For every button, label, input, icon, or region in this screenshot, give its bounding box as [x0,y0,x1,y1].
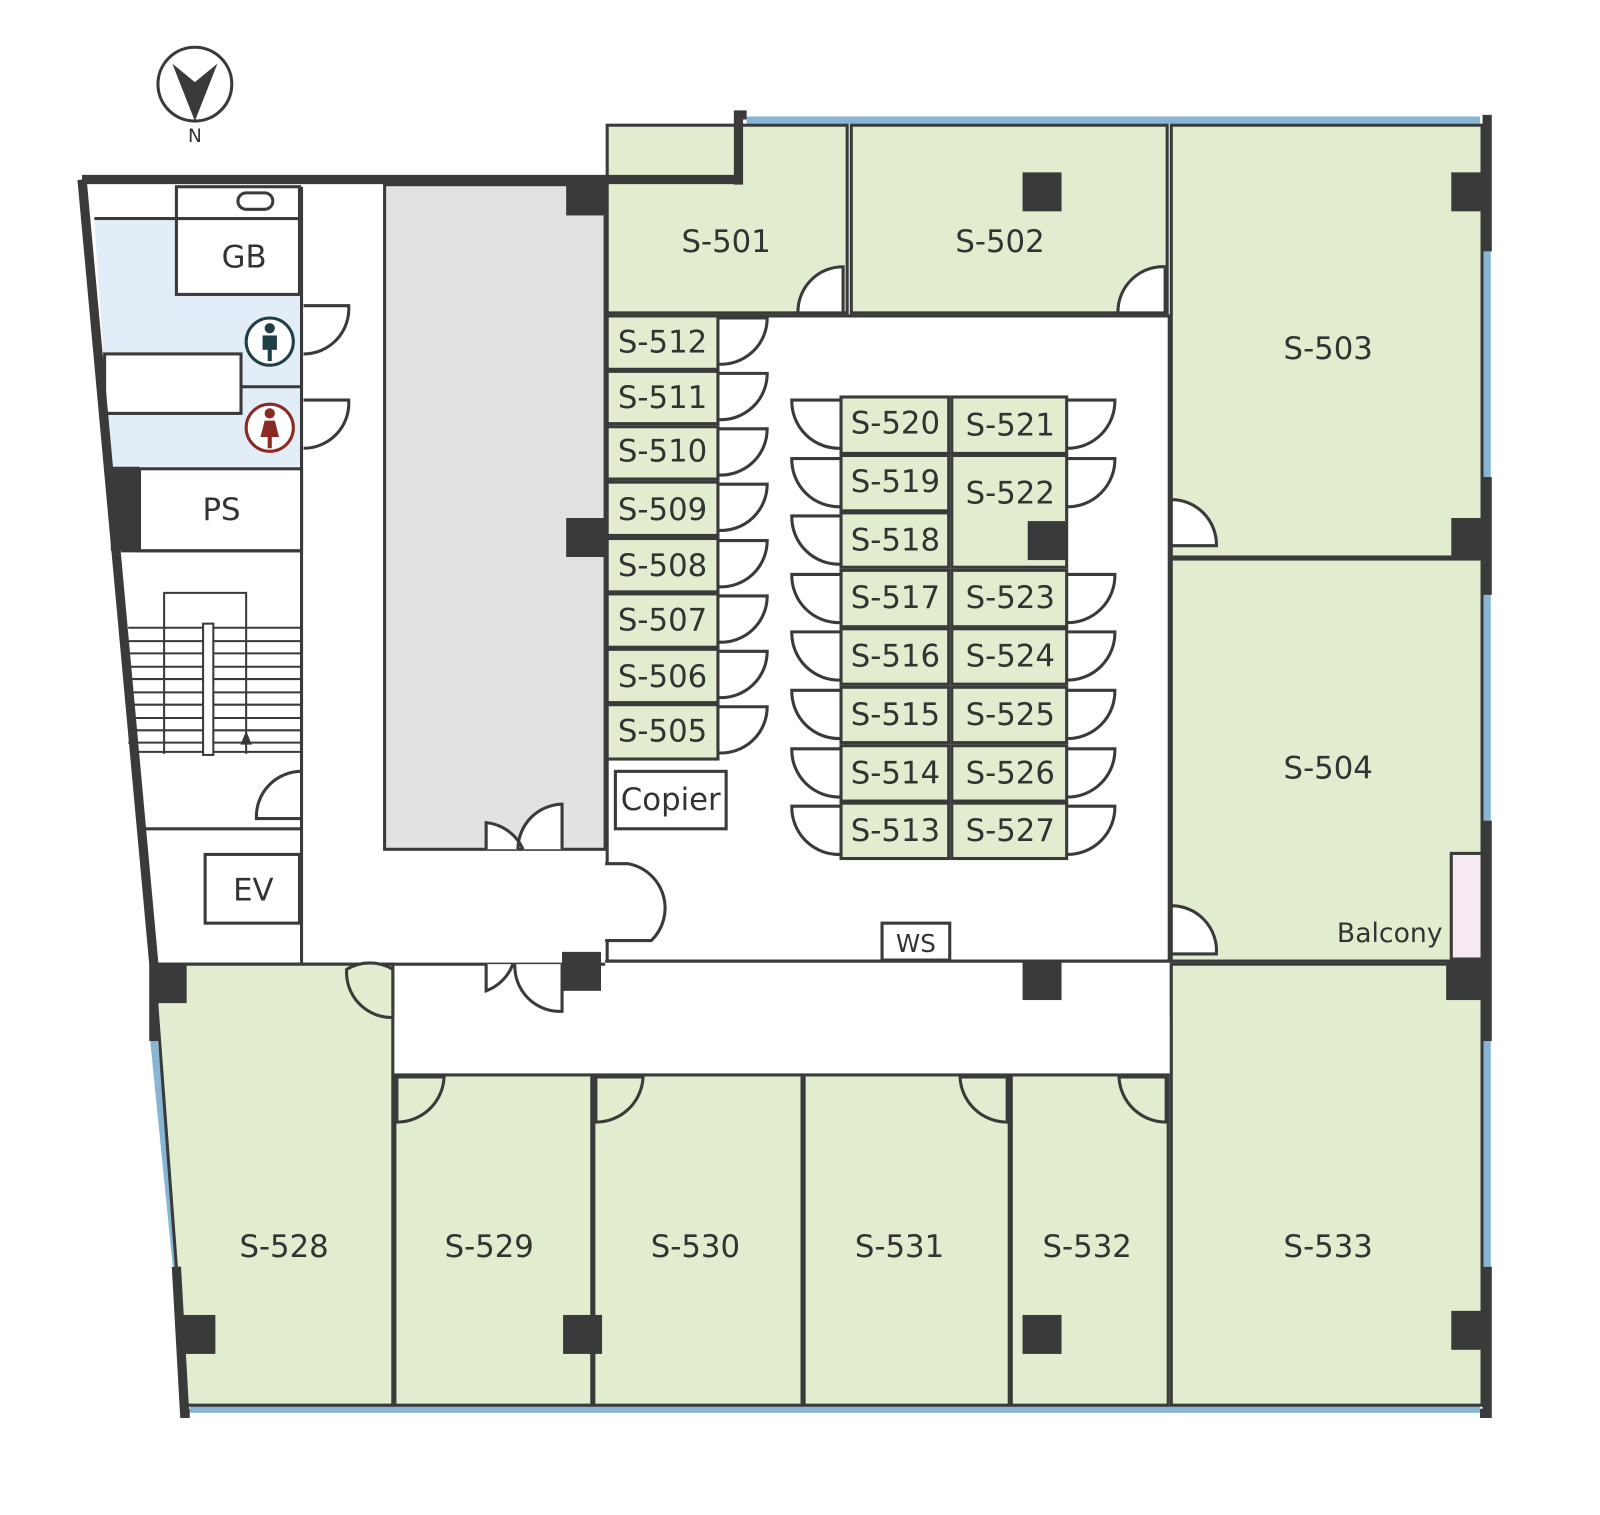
room-label: S-513 [851,813,940,849]
north-arrow-icon: N [156,45,234,147]
room-s531[interactable] [802,1073,1011,1407]
room-s517[interactable] [839,568,951,629]
room-s523[interactable] [950,568,1069,629]
structural-columns [153,172,1488,1354]
storage-area [383,183,607,851]
room-s528[interactable] [152,962,395,1407]
gb-label: GB [222,240,267,276]
room-label: S-514 [851,755,940,791]
room-label: S-503 [1284,331,1373,367]
ev-elevator [203,852,302,925]
men-restroom-icon[interactable] [244,316,295,367]
room-s507[interactable] [605,592,720,649]
room-label: S-518 [851,523,940,559]
room-label: S-531 [855,1229,944,1265]
balcony [1449,851,1484,961]
room-label: S-512 [618,325,707,361]
room-s514[interactable] [839,744,951,803]
room-label: S-515 [851,697,940,733]
room-s516[interactable] [839,627,951,686]
room-label: S-524 [966,638,1055,674]
room-label: S-522 [966,475,1055,511]
ws-label: WS [896,929,936,958]
room-s505[interactable] [605,703,720,761]
room-s527[interactable] [950,801,1069,861]
room-label: S-502 [955,224,1044,260]
room-label: S-525 [966,697,1055,733]
room-label: S-509 [618,492,707,528]
room-label: S-523 [966,580,1055,616]
room-s503[interactable] [1169,123,1484,559]
room-s512[interactable] [605,314,720,371]
room-s533[interactable] [1169,962,1484,1407]
room-column-left: S-512 S-511 S-510 S-509 S-508 S-507 S-50… [605,314,720,761]
room-s509[interactable] [605,480,720,537]
room-label: S-510 [618,433,707,469]
room-label: S-504 [1284,750,1373,786]
balcony-label: Balcony [1337,918,1443,949]
room-label: S-529 [445,1229,534,1265]
staircase [128,591,302,756]
room-label: S-532 [1043,1229,1132,1265]
gb-room [174,185,302,296]
room-label: S-516 [851,638,940,674]
room-label: S-528 [239,1229,328,1265]
room-s508[interactable] [605,536,720,594]
room-s518[interactable] [839,511,951,569]
room-s501[interactable] [605,123,849,315]
room-label: S-527 [966,813,1055,849]
room-s519[interactable] [839,453,951,513]
room-label: S-520 [851,406,940,442]
room-s530[interactable] [592,1073,804,1407]
room-label: S-517 [851,580,940,616]
room-s513[interactable] [839,801,951,861]
room-label: S-507 [618,603,707,639]
room-s515[interactable] [839,685,951,745]
room-label: S-508 [618,548,707,584]
room-label: S-511 [618,380,707,416]
room-label: S-526 [966,755,1055,791]
copier-label: Copier [621,782,721,818]
room-label: S-506 [618,659,707,695]
ps-label: PS [203,492,241,528]
room-s525[interactable] [950,685,1069,745]
room-s520[interactable] [839,395,951,455]
room-cluster-center: S-520 S-519 S-518 S-517 S-516 S-515 S-51… [839,395,1069,861]
room-s521[interactable] [950,395,1069,455]
room-label: S-521 [966,408,1055,444]
room-s502[interactable] [849,123,1169,315]
room-label: S-501 [681,224,770,260]
north-label: N [188,126,202,147]
room-s511[interactable] [605,369,720,426]
women-restroom-icon[interactable] [244,402,295,453]
room-s529[interactable] [393,1073,594,1407]
room-label: S-519 [851,464,940,500]
room-label: S-505 [618,713,707,749]
exterior-walls [77,110,1492,1419]
ev-label: EV [233,872,273,908]
room-label: S-530 [651,1229,740,1265]
room-s524[interactable] [950,627,1069,686]
room-s510[interactable] [605,425,720,481]
room-s504[interactable] [1169,557,1484,963]
room-s526[interactable] [950,744,1069,803]
copier [613,769,728,831]
room-label: S-533 [1284,1229,1373,1265]
room-s506[interactable] [605,647,720,705]
